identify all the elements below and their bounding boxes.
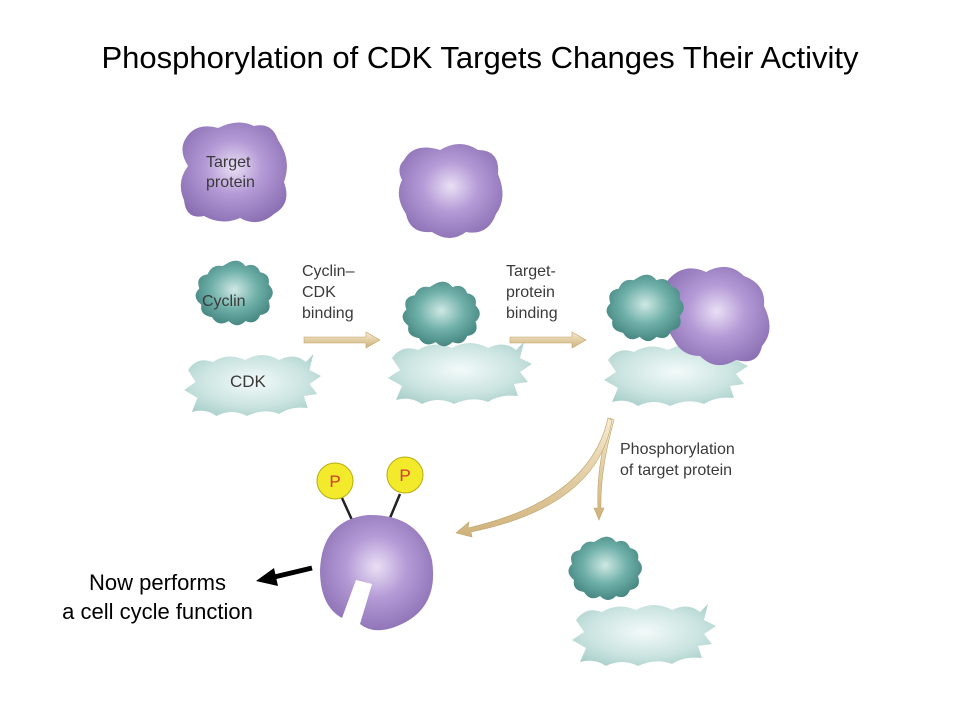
cyclin-label: Cyclin bbox=[202, 293, 246, 310]
cyclin-2 bbox=[402, 281, 480, 347]
cyclin-4 bbox=[568, 536, 642, 600]
cdk-label: CDK bbox=[230, 372, 267, 391]
phosphate-group-2 bbox=[386, 456, 424, 494]
target-protein-active bbox=[320, 514, 434, 631]
step1-label-3: binding bbox=[302, 305, 354, 322]
cdk-2 bbox=[388, 342, 532, 404]
step-target-protein-binding: Target- protein binding bbox=[506, 263, 587, 349]
phosphorylated-target-protein: P P bbox=[316, 456, 434, 631]
note-line-2: a cell cycle function bbox=[62, 599, 253, 624]
arrow-down-icon bbox=[593, 417, 615, 521]
note-arrow-icon bbox=[256, 565, 313, 586]
phosphate-label-1: P bbox=[329, 472, 340, 491]
step2-label-1: Target- bbox=[506, 263, 556, 280]
arrow-right-icon bbox=[303, 331, 381, 349]
step1-label-1: Cyclin– bbox=[302, 263, 355, 280]
note-text: Now performs a cell cycle function bbox=[50, 568, 265, 626]
step2-label-3: binding bbox=[506, 305, 558, 322]
target-protein-free: Target protein bbox=[180, 122, 287, 223]
note-line-1: Now performs bbox=[89, 570, 226, 595]
arrow-left-down-icon bbox=[455, 417, 613, 538]
step1-label-2: CDK bbox=[302, 284, 336, 301]
phosphate-label-2: P bbox=[399, 466, 410, 485]
target-protein-label-2: protein bbox=[206, 174, 255, 191]
step2-label-2: protein bbox=[506, 284, 555, 301]
arrow-right-icon bbox=[509, 331, 587, 349]
target-protein-3 bbox=[664, 266, 770, 366]
phosphate-group-1 bbox=[316, 462, 354, 500]
page-title: Phosphorylation of CDK Targets Changes T… bbox=[101, 40, 859, 75]
step3-label-1: Phosphorylation bbox=[620, 441, 735, 458]
step-cyclin-cdk-binding: Cyclin– CDK binding bbox=[302, 263, 381, 349]
step3-label-2: of target protein bbox=[620, 462, 732, 479]
cdk-4 bbox=[572, 604, 716, 666]
step-phosphorylation: Phosphorylation of target protein bbox=[455, 417, 735, 538]
target-protein-2 bbox=[398, 144, 503, 238]
target-protein-label-1: Target bbox=[206, 154, 251, 171]
